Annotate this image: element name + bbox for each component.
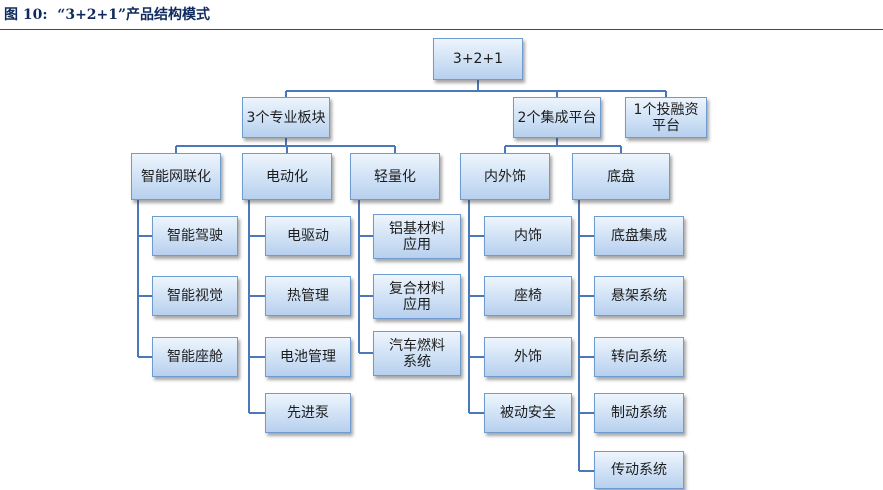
connector-chassis-trunk <box>578 200 594 472</box>
module-intelligent-connected: 智能网联化 <box>131 153 221 200</box>
item-intelligent-cockpit-label: 智能座舱 <box>167 349 223 365</box>
module-chassis: 底盘 <box>572 153 670 200</box>
item-passive-safety-label: 被动安全 <box>500 405 556 421</box>
connector-interior-trunk <box>468 200 484 414</box>
item-braking-system-label: 制动系统 <box>611 405 667 421</box>
item-advanced-pump: 先进泵 <box>265 393 351 433</box>
item-aluminum-materials-label: 铝基材料应用 <box>389 220 445 253</box>
module-interior-exterior: 内外饰 <box>460 153 550 200</box>
root-node: 3+2+1 <box>433 38 523 80</box>
module-lightweight: 轻量化 <box>350 153 440 200</box>
item-passive-safety: 被动安全 <box>484 393 572 433</box>
connector-root-to-platforms <box>285 80 667 97</box>
item-intelligent-driving-label: 智能驾驶 <box>167 228 223 244</box>
three-business-blocks-node: 3个专业板块 <box>242 97 330 138</box>
connector-three-to-modules <box>175 138 396 153</box>
item-transmission-system: 传动系统 <box>594 451 684 489</box>
item-intelligent-vision: 智能视觉 <box>152 276 238 316</box>
item-electric-drive: 电驱动 <box>265 216 351 256</box>
item-electric-drive-label: 电驱动 <box>287 228 329 244</box>
connector-electric-trunk <box>248 200 265 414</box>
item-seats: 座椅 <box>484 276 572 316</box>
item-fuel-system-label: 汽车燃料系统 <box>389 337 445 370</box>
module-electrification-label: 电动化 <box>266 168 308 185</box>
item-chassis-integration: 底盘集成 <box>594 216 684 256</box>
investment-financing-platform-node: 1个投融资平台 <box>625 97 707 138</box>
item-aluminum-materials: 铝基材料应用 <box>373 214 461 259</box>
item-steering-system: 转向系统 <box>594 337 684 377</box>
item-transmission-system-label: 传动系统 <box>611 462 667 478</box>
item-thermal-management-label: 热管理 <box>287 288 329 304</box>
module-interior-exterior-label: 内外饰 <box>484 168 526 185</box>
item-composite-materials: 复合材料应用 <box>373 274 461 319</box>
item-braking-system: 制动系统 <box>594 393 684 433</box>
item-chassis-integration-label: 底盘集成 <box>611 228 667 244</box>
item-suspension-system-label: 悬架系统 <box>611 288 667 304</box>
item-fuel-system: 汽车燃料系统 <box>373 331 461 376</box>
item-battery-management: 电池管理 <box>265 337 351 377</box>
item-composite-materials-label: 复合材料应用 <box>389 280 445 313</box>
item-seats-label: 座椅 <box>514 288 542 304</box>
module-chassis-label: 底盘 <box>607 168 635 185</box>
item-advanced-pump-label: 先进泵 <box>287 405 329 421</box>
root-node-label: 3+2+1 <box>452 51 504 67</box>
item-interior-label: 内饰 <box>514 228 542 244</box>
item-intelligent-vision-label: 智能视觉 <box>167 288 223 304</box>
module-electrification: 电动化 <box>242 153 332 200</box>
item-suspension-system: 悬架系统 <box>594 276 684 316</box>
connector-two-to-modules <box>504 138 622 153</box>
item-battery-management-label: 电池管理 <box>280 349 336 365</box>
investment-financing-platform-label: 1个投融资平台 <box>633 101 699 134</box>
item-interior: 内饰 <box>484 216 572 256</box>
three-business-blocks-label: 3个专业板块 <box>246 109 326 126</box>
module-intelligent-connected-label: 智能网联化 <box>141 168 211 185</box>
two-integration-platforms-node: 2个集成平台 <box>513 97 601 138</box>
two-integration-platforms-label: 2个集成平台 <box>517 109 597 126</box>
module-lightweight-label: 轻量化 <box>374 168 416 185</box>
item-thermal-management: 热管理 <box>265 276 351 316</box>
item-intelligent-driving: 智能驾驶 <box>152 216 238 256</box>
item-exterior: 外饰 <box>484 337 572 377</box>
item-intelligent-cockpit: 智能座舱 <box>152 337 238 377</box>
item-steering-system-label: 转向系统 <box>611 349 667 365</box>
title-divider <box>0 29 883 30</box>
connector-lightweight-trunk <box>358 200 373 354</box>
item-exterior-label: 外饰 <box>514 349 542 365</box>
connector-intelligent-trunk <box>137 200 152 358</box>
figure-title: 图 10: “3+2+1”产品结构模式 <box>4 7 211 23</box>
